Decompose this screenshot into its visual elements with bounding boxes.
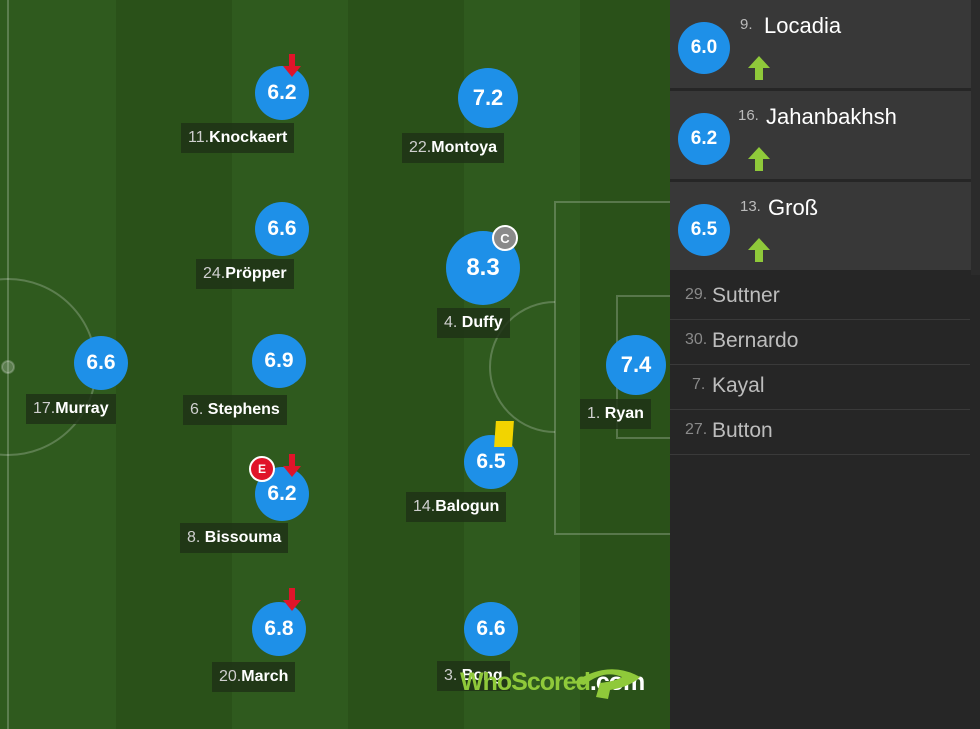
arrow-up-icon [748, 238, 770, 262]
rating-badge: 7.4 [606, 335, 666, 395]
player-number: 30. [685, 331, 708, 348]
player-label: 6. Stephens [183, 395, 287, 425]
rating-badge: 6.6 [74, 336, 128, 390]
player-label: 11.Knockaert [181, 123, 295, 153]
player-name: Locadia [764, 13, 842, 38]
arrow-down-icon [283, 588, 301, 611]
player-label: 24.Pröpper [196, 259, 294, 289]
sub-row-jahanbakhsh[interactable]: 6.2 16. Jahanbakhsh [670, 91, 971, 181]
arrow-up-icon [748, 147, 770, 171]
rating-badge: 7.2 [458, 68, 518, 128]
panel-edge [971, 0, 980, 275]
sub-row-gross[interactable]: 6.5 13. Groß [670, 182, 971, 272]
arrow-up-icon [748, 56, 770, 80]
player-label: 3. Bong [437, 661, 510, 691]
player-number: 13. [740, 198, 761, 215]
error-icon: E [249, 456, 275, 482]
player-label: 14.Balogun [406, 492, 507, 522]
rating-badge: 6.6 [464, 602, 518, 656]
player-label: 20.March [212, 662, 296, 692]
player-number: 29. [685, 286, 708, 303]
rating-badge: 6.2 [678, 113, 730, 165]
sub-row-locadia[interactable]: 6.0 9. Locadia [670, 0, 971, 90]
logo-mark-icon [573, 669, 640, 699]
player-name: Bernardo [712, 329, 799, 352]
player-label: 4. Duffy [437, 308, 510, 338]
logo-text-primary: WhoScored [460, 668, 591, 696]
player-name: Jahanbakhsh [766, 104, 897, 129]
bench-row-bernardo[interactable]: 30. Bernardo [670, 320, 970, 365]
substitutes-panel: 6.0 9. Locadia 6.2 16. Jahanbakhsh 6.5 1… [670, 0, 980, 729]
rating-badge: 6.5 [678, 204, 730, 256]
player-number: 9. [740, 16, 753, 33]
player-name: Kayal [712, 374, 765, 397]
bench-row-button[interactable]: 27. Button [670, 410, 970, 455]
player-label: 22.Montoya [402, 133, 505, 163]
arrow-down-icon [283, 54, 301, 77]
player-label: 1. Ryan [580, 399, 651, 429]
yellow-card-icon [494, 421, 514, 447]
pitch: 6.2 11.Knockaert 6.6 24.Pröpper 6.6 17.M… [0, 0, 670, 729]
player-number: 27. [685, 421, 708, 438]
player-number: 7. [692, 376, 706, 393]
player-label: 17.Murray [26, 394, 116, 424]
rating-badge: 6.2 [255, 467, 309, 521]
rating-badge: 6.2 [255, 66, 309, 120]
bench-row-kayal[interactable]: 7. Kayal [670, 365, 970, 410]
player-name: Button [712, 419, 773, 442]
whoscored-logo: WhoScored.com [460, 668, 645, 699]
player-number: 16. [738, 107, 759, 124]
player-name: Suttner [712, 284, 780, 307]
player-label: 8. Bissouma [180, 523, 289, 553]
captain-badge-icon: C [492, 225, 518, 251]
player-name: Groß [768, 195, 819, 220]
rating-badge: 6.8 [252, 602, 306, 656]
arrow-down-icon [283, 454, 301, 477]
bench-row-suttner[interactable]: 29. Suttner [670, 275, 970, 320]
rating-badge: 6.6 [255, 202, 309, 256]
rating-badge: 6.9 [252, 334, 306, 388]
rating-badge: 6.0 [678, 22, 730, 74]
